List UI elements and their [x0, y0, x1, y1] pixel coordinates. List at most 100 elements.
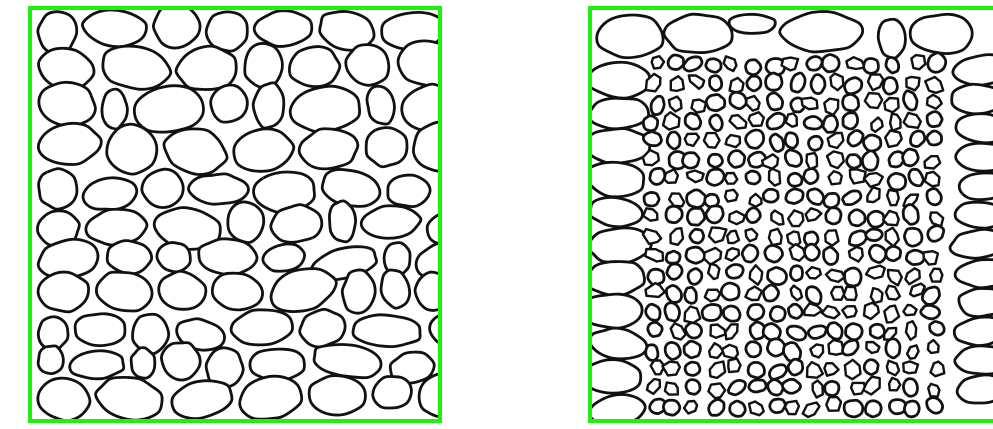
fine-fragment	[903, 205, 918, 225]
fine-fragment	[803, 403, 820, 418]
fine-fragment	[890, 114, 900, 131]
grain	[245, 43, 283, 87]
fine-fragment	[831, 287, 844, 300]
fine-fragment	[824, 193, 839, 207]
fine-fragment	[685, 113, 701, 129]
fine-fragment	[787, 326, 806, 340]
fine-fragment	[749, 380, 766, 392]
grain	[75, 314, 125, 346]
fine-fragment	[725, 190, 738, 202]
fine-fragment	[666, 285, 681, 302]
large-grain	[955, 346, 993, 374]
fine-fragment	[647, 379, 660, 394]
fine-fragment	[827, 151, 844, 168]
fine-fragment	[745, 287, 762, 300]
fine-fragment	[767, 113, 785, 129]
fine-fragment	[864, 303, 879, 319]
fine-fragment	[686, 380, 700, 395]
fine-fragment	[725, 173, 738, 184]
fine-fragment	[928, 340, 939, 353]
fine-fragment	[887, 190, 899, 205]
fine-fragment	[689, 76, 704, 89]
fine-fragment	[925, 172, 940, 187]
fine-fragment	[907, 345, 919, 358]
fine-fragment	[726, 324, 738, 339]
fine-fragment	[886, 286, 900, 300]
fine-fragment	[685, 287, 697, 303]
fine-fragment	[806, 267, 821, 278]
fine-fragment	[868, 211, 884, 227]
grain	[309, 376, 365, 415]
fine-fragment	[807, 153, 818, 169]
fine-fragment	[683, 57, 702, 71]
fine-fragment	[742, 245, 758, 262]
fine-fragment	[790, 244, 806, 261]
fine-fragment	[928, 53, 946, 73]
grain	[353, 315, 420, 347]
fine-fragment	[646, 283, 665, 297]
fine-fragment	[770, 399, 785, 413]
fine-fragment	[811, 75, 825, 94]
fine-fragment	[726, 135, 740, 147]
fine-fragment	[911, 55, 925, 69]
fine-fragment	[927, 131, 942, 145]
fine-fragment	[721, 283, 739, 300]
fine-fragment	[823, 115, 838, 132]
fine-fragment	[903, 305, 916, 315]
fine-fragment	[903, 149, 919, 166]
fine-fragment	[822, 55, 839, 72]
fine-fragment	[685, 323, 701, 338]
large-grain	[910, 14, 972, 53]
fine-fragment	[708, 264, 719, 279]
fine-fragment	[884, 98, 898, 112]
fine-fragment	[748, 362, 764, 378]
fine-fragment	[728, 151, 744, 168]
fine-fragment	[905, 268, 919, 284]
fine-fragment	[730, 78, 744, 93]
fine-fragment	[644, 192, 659, 206]
grain	[86, 209, 147, 245]
large-grain	[597, 15, 663, 58]
fine-fragment	[807, 57, 823, 71]
fine-fragment	[709, 343, 723, 358]
fine-fragment	[903, 361, 918, 373]
grain	[271, 269, 336, 312]
fine-fragment	[730, 115, 747, 128]
fine-fragment	[652, 56, 664, 68]
fine-fragment	[788, 304, 802, 318]
fine-fragment	[665, 303, 680, 321]
fine-fragment	[804, 117, 822, 129]
fine-fragment	[686, 247, 705, 263]
fine-fragment	[702, 304, 721, 320]
fine-fragment	[724, 56, 737, 71]
grain	[373, 376, 412, 408]
fine-fragment	[770, 307, 785, 322]
fine-fragment	[746, 130, 764, 148]
grain	[299, 129, 358, 169]
fine-fragment	[889, 378, 900, 390]
fine-fragment	[867, 187, 879, 202]
fine-fragment	[910, 131, 924, 146]
grain	[329, 201, 355, 242]
grain	[427, 210, 438, 245]
fine-fragment	[829, 171, 842, 184]
fine-fragment	[769, 169, 780, 186]
fine-fragment	[746, 342, 761, 357]
grain	[39, 82, 96, 126]
grain	[211, 85, 248, 122]
fine-fragment	[928, 226, 944, 242]
fine-fragment	[825, 381, 839, 395]
fine-fragment	[684, 401, 697, 414]
fine-fragment	[668, 55, 684, 70]
grain	[38, 12, 77, 54]
fine-fragment	[864, 360, 878, 375]
left-grain-diagram	[32, 10, 438, 419]
fine-fragment	[843, 113, 858, 129]
grain	[161, 343, 200, 380]
fine-fragment	[722, 345, 738, 359]
grain	[157, 243, 190, 272]
fine-fragment	[665, 383, 678, 395]
fine-fragment	[665, 342, 680, 359]
grain	[39, 169, 77, 210]
fine-fragment	[828, 133, 844, 148]
